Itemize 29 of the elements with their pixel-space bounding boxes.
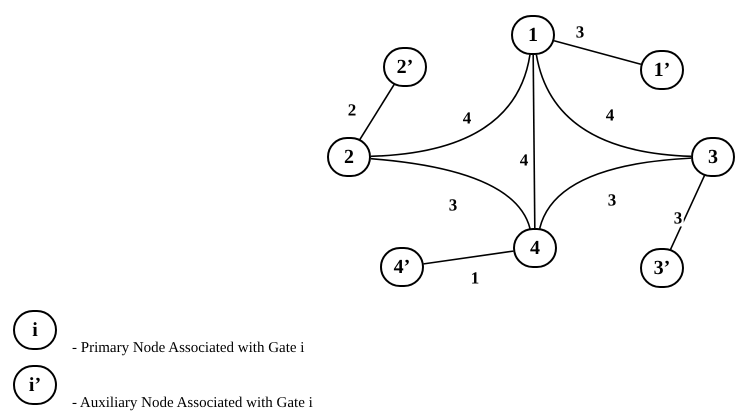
node-label: 3’: [654, 258, 670, 278]
connector-line: [370, 54, 531, 158]
connector-line: [370, 158, 531, 229]
node-label: 4’: [394, 257, 410, 277]
connector-line: [554, 40, 642, 66]
node-label: 2: [344, 147, 354, 167]
node-label: 2’: [396, 57, 414, 77]
edge-label: 1: [470, 270, 480, 286]
connector-line: [532, 55, 536, 228]
edge-label: 3: [606, 192, 618, 208]
edge-label: 3: [672, 210, 684, 226]
edge-label: 3: [448, 196, 458, 214]
edge-label: 4: [604, 106, 616, 124]
node-label: 4: [530, 238, 540, 258]
connector-line: [424, 250, 514, 265]
edge-label: 4: [518, 152, 530, 168]
edge-label: 3: [574, 24, 586, 40]
node-label: 1: [528, 25, 538, 45]
node-label: i: [32, 320, 38, 340]
node-label: i’: [28, 375, 42, 395]
connector-line: [538, 157, 692, 229]
node-label: 3: [708, 147, 718, 167]
edge-label: 4: [462, 110, 472, 126]
node-label: 1’: [654, 60, 670, 80]
connector-line: [670, 175, 706, 250]
connector-line: [536, 54, 692, 158]
edge-label: 2: [346, 102, 358, 118]
legend-text: - Auxiliary Node Associated with Gate i: [72, 396, 313, 411]
legend-text: - Primary Node Associated with Gate i: [72, 341, 304, 356]
